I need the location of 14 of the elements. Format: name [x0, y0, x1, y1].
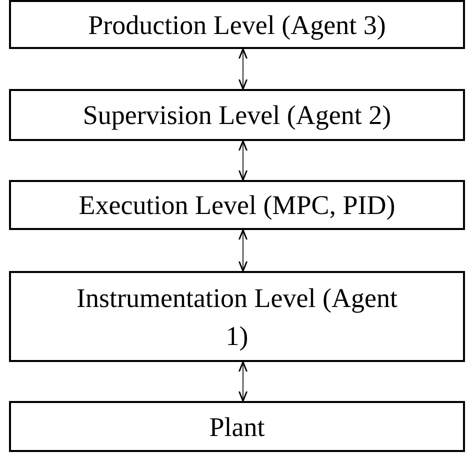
level-box	[9, 89, 465, 141]
level-box	[9, 401, 465, 452]
level-box	[9, 271, 465, 362]
level-box	[9, 180, 465, 230]
double-arrow	[238, 140, 248, 181]
double-arrow	[238, 48, 248, 90]
level-label: Execution Level (MPC, PID)	[78, 189, 396, 222]
level-label: Supervision Level (Agent 2)	[82, 99, 392, 132]
double-arrow	[238, 361, 248, 402]
level-label: Plant	[209, 410, 265, 444]
level-label: Instrumentation Level (Agent 1)	[76, 282, 398, 353]
double-arrow	[238, 229, 248, 272]
level-label: Production Level (Agent 3)	[88, 8, 386, 42]
level-box	[9, 0, 465, 49]
